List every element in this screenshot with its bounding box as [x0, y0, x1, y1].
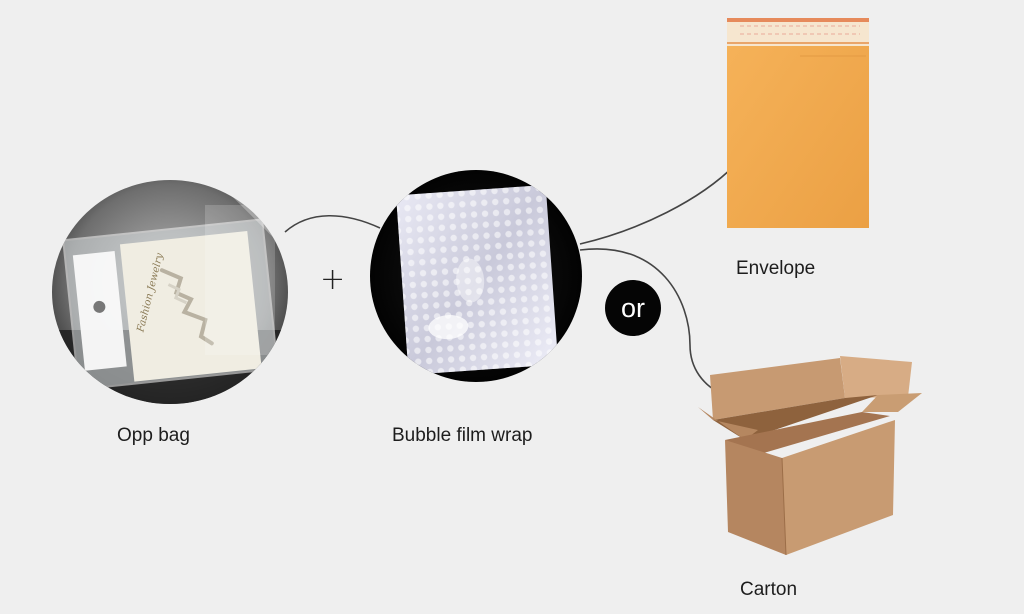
or-badge: or: [605, 280, 661, 336]
bubble-film-image: [370, 170, 582, 382]
carton-image: [698, 356, 922, 556]
connector-bubble-to-envelope: [579, 164, 736, 245]
opp-bag-label: Opp bag: [117, 425, 190, 446]
envelope-label: Envelope: [736, 258, 816, 279]
connector-bubble-to-carton: [579, 248, 719, 393]
bubble-film-wrap-label: Bubble film wrap: [392, 425, 533, 446]
plus-operator: +: [320, 262, 346, 297]
envelope-image: [727, 18, 869, 228]
opp-bag-image: Fashion Jewelry: [52, 180, 288, 404]
carton-label: Carton: [740, 579, 798, 600]
connector-opp-to-bubble: [284, 214, 381, 233]
